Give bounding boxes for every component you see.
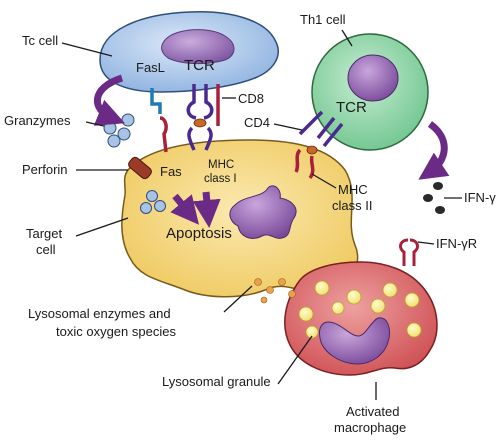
label-macrophage-line2: macrophage	[334, 420, 406, 435]
enzyme-dot	[278, 278, 286, 286]
granzyme	[117, 127, 131, 141]
label-mhc2-line2: class II	[332, 198, 372, 213]
leader-tc-cell	[61, 42, 113, 57]
tcr-complex-th1	[294, 110, 344, 180]
label-cd4: CD4	[244, 115, 270, 130]
label-cd8: CD8	[238, 91, 264, 106]
label-macrophage-line1: Activated	[346, 404, 399, 419]
leader-granzymes	[85, 121, 105, 127]
label-lysosomal-line2: toxic oxygen species	[56, 324, 176, 339]
ifn-gamma-dot	[433, 182, 443, 190]
enzyme-dot	[254, 278, 262, 286]
label-fasl: FasL	[136, 60, 165, 75]
tcr-chain	[322, 122, 344, 148]
leader-target-cell	[75, 217, 129, 237]
granzyme	[146, 190, 158, 202]
label-tcr-th1: TCR	[336, 99, 367, 116]
label-lysosomal-line1: Lysosomal enzymes and	[28, 306, 171, 321]
granzyme	[140, 202, 152, 214]
granule	[314, 280, 330, 296]
granzyme	[154, 200, 166, 212]
mhc1-chain	[187, 126, 196, 151]
granule	[305, 325, 319, 339]
macrophage-granules	[298, 280, 422, 339]
granule	[404, 292, 420, 308]
label-target-line1: Target	[26, 226, 63, 241]
target-nucleus	[229, 185, 297, 239]
ifn-gamma-dot	[435, 206, 445, 214]
tcr-chain	[186, 84, 197, 120]
label-ifn-gamma-r: IFN-γR	[436, 236, 477, 251]
granzyme	[107, 134, 121, 148]
label-target-line2: cell	[36, 242, 56, 257]
ifn-gamma-dot	[423, 194, 433, 202]
label-apoptosis: Apoptosis	[166, 225, 232, 242]
label-tcr-tc: TCR	[184, 57, 215, 74]
label-mhc1-line1: MHC	[208, 159, 234, 171]
ifn-gamma-receptor	[399, 238, 419, 266]
antigen-peptide	[193, 118, 207, 128]
label-mhc2-line1: MHC	[338, 182, 368, 197]
granule	[298, 306, 314, 322]
mhc2-chain	[294, 148, 302, 173]
mhc1-chain	[204, 126, 213, 151]
fasl-receptor	[150, 88, 162, 114]
ifn-arrow	[418, 121, 450, 180]
leader-mhc2	[311, 173, 337, 189]
leader-granule	[277, 335, 313, 385]
granule	[406, 322, 422, 338]
granzyme	[121, 113, 135, 127]
perforin-body	[128, 156, 152, 180]
apoptosis-arrow-right	[192, 191, 221, 228]
label-granule: Lysosomal granule	[162, 374, 271, 389]
granule	[382, 282, 398, 298]
label-ifn-gamma: IFN-γ	[464, 190, 496, 205]
label-th1-cell: Th1 cell	[300, 12, 346, 27]
granzyme-arrow	[93, 74, 125, 126]
enzyme-dot	[288, 290, 296, 298]
leader-th1-cell	[341, 29, 353, 47]
lysosomal-enzymes	[254, 278, 296, 304]
antigen-peptide	[306, 145, 318, 155]
enzyme-dot	[260, 296, 268, 304]
label-tc-cell: Tc cell	[22, 33, 58, 48]
tc-nucleus	[161, 29, 235, 65]
leader-lysosomal	[223, 285, 253, 313]
tcr-chain	[316, 116, 336, 140]
tcr-chain	[203, 84, 214, 120]
perforin	[128, 156, 152, 180]
leader-cd4	[273, 123, 303, 131]
label-fas: Fas	[160, 164, 182, 179]
enzyme-dot	[266, 286, 274, 294]
granule	[331, 301, 345, 315]
label-perforin: Perforin	[22, 162, 68, 177]
mhc2-chain	[308, 155, 315, 180]
granzyme	[103, 121, 117, 135]
label-granzymes: Granzymes	[4, 113, 71, 128]
apoptosis-arrow-left	[170, 193, 199, 225]
granule	[370, 298, 386, 314]
cd4-chain	[298, 110, 324, 136]
granule	[346, 289, 362, 305]
fas-receptor	[159, 116, 168, 153]
granzymes-inside	[140, 190, 166, 214]
leader-ifn-gamma-r	[417, 241, 435, 245]
ifn-gamma-molecules	[423, 182, 445, 214]
macrophage-nucleus	[319, 317, 391, 365]
label-mhc1-line2: class I	[204, 173, 237, 185]
th1-nucleus	[347, 54, 399, 102]
tcr-complex-tc	[186, 84, 220, 151]
